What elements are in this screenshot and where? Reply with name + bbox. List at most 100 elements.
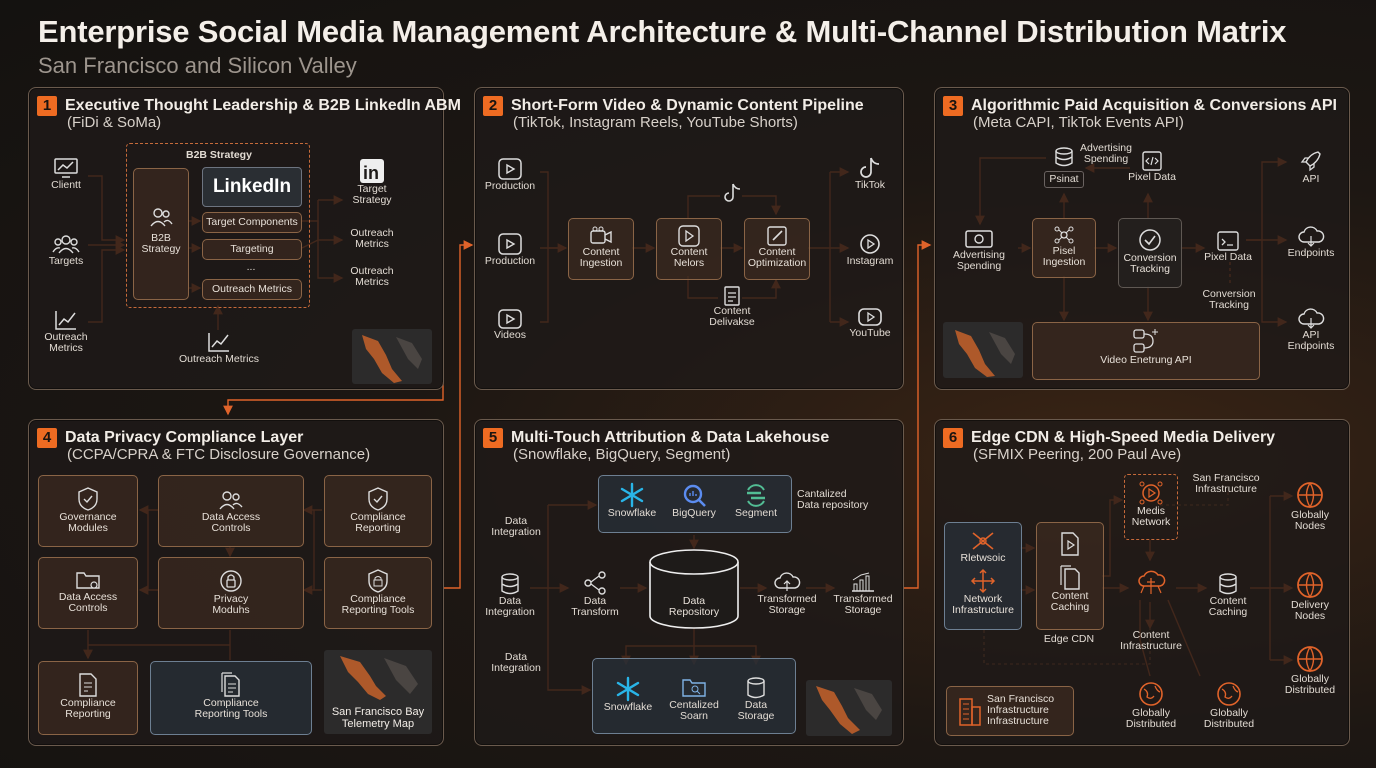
edit-icon xyxy=(767,226,787,246)
stage-pisel-ingestion: Pisel Ingestion xyxy=(1032,218,1096,278)
documents-icon xyxy=(221,672,240,697)
node-label: Centalized Soarn xyxy=(669,699,719,722)
snowflake-icon xyxy=(616,676,640,702)
snowflake-icon xyxy=(620,482,644,508)
map-graphic xyxy=(362,335,422,383)
tiktok-icon xyxy=(724,183,741,202)
lock-icon xyxy=(220,570,242,592)
node-centralized-soarn: Centalized Soarn xyxy=(662,676,726,722)
youtube-icon xyxy=(858,308,882,326)
node-output-api: API xyxy=(1284,148,1338,185)
b2b-strategy-node: B2B Strategy xyxy=(133,168,189,300)
node-output-tiktok: TikTok xyxy=(842,156,898,191)
media-network-box: Medis Network xyxy=(1124,474,1178,540)
linkedin-logo: LinkedIn xyxy=(202,167,302,207)
node-videos: Videos xyxy=(480,308,540,341)
panel-subtitle: (TikTok, Instagram Reels, YouTube Shorts… xyxy=(513,114,798,131)
camera-icon xyxy=(590,226,612,244)
label-sf-infrastructure-top: San Francisco Infrastructure xyxy=(1192,472,1260,495)
node-label: Content Delivakse xyxy=(709,305,755,328)
node-targets: Targets xyxy=(36,232,96,267)
document-icon xyxy=(724,286,740,306)
node-target-strategy: in Target Strategy xyxy=(342,158,402,206)
node-clients: Clientt xyxy=(36,156,96,191)
database-icon xyxy=(501,573,519,595)
node-content-delivakse: Content Delivakse xyxy=(702,286,762,328)
node-production-2: Production xyxy=(480,232,540,267)
node-label: YouTube xyxy=(849,327,891,339)
svg-text:in: in xyxy=(363,163,379,183)
panel-subtitle: (Meta CAPI, TikTok Events API) xyxy=(973,114,1184,131)
node-snowflake-bottom: Snowflake xyxy=(598,676,658,713)
node-output-api-endpoints: API Endpoints xyxy=(1284,306,1338,352)
sf-infrastructure-box: San Francisco Infrastructure Infrastruct… xyxy=(946,686,1074,736)
box-label: Governance Modules xyxy=(59,511,117,534)
network-nodes-icon xyxy=(1054,226,1074,244)
node-label: Production xyxy=(484,180,536,192)
panel-subtitle: (Snowflake, BigQuery, Segment) xyxy=(513,446,731,463)
node-label: Targets xyxy=(48,255,84,267)
terminal-icon xyxy=(1217,231,1239,251)
panel-title: Edge CDN & High-Speed Media Delivery xyxy=(971,429,1276,446)
stage-label: Content Optimization xyxy=(747,246,807,269)
node-label: Endpoints xyxy=(1287,247,1335,259)
box-label: Compliance Reporting Tools xyxy=(194,697,268,720)
box-label: Compliance Reporting xyxy=(350,511,406,534)
telemetry-map: San Francisco Bay Telemetry Map xyxy=(324,650,432,734)
panel-number: 6 xyxy=(943,428,963,448)
cylinder-graphic xyxy=(649,549,739,629)
folder-icon xyxy=(76,572,100,589)
shield-icon xyxy=(78,487,98,511)
box-label: Privacy Moduhs xyxy=(212,593,250,616)
node-outreach-metrics-right-1: Outreach Metrics xyxy=(350,227,394,250)
stage-content-ingestion: Content Ingestion xyxy=(568,218,634,280)
node-label: Transformed Storage xyxy=(833,593,893,616)
reels-icon xyxy=(860,234,880,254)
network-arrows-icon xyxy=(972,532,994,550)
panel-number: 4 xyxy=(37,428,57,448)
box-label: Content Caching xyxy=(1050,590,1090,613)
node-outreach-metrics-bottom: Outreach Metrics xyxy=(174,330,264,365)
building-icon xyxy=(959,698,981,726)
box-data-access-controls-2: Data Access Controls xyxy=(38,557,138,629)
panel-number: 2 xyxy=(483,96,503,116)
bay-area-map xyxy=(806,680,892,736)
linkedin-icon: in xyxy=(360,159,384,183)
panel-subtitle: (SFMIX Peering, 200 Paul Ave) xyxy=(973,446,1182,463)
node-pixel-data-top: Pixel Data xyxy=(1124,150,1180,183)
node-outreach-metrics: Outreach Metrics xyxy=(36,308,96,354)
node-data-integration: Data Integration xyxy=(482,572,538,618)
node-label: Globally Distributed xyxy=(1203,707,1255,730)
stage-label: Conversion Tracking xyxy=(1123,252,1177,275)
node-label: Psinat xyxy=(1044,171,1084,188)
database-icon xyxy=(1219,573,1237,595)
shield-icon xyxy=(368,487,388,511)
component-label: Targeting xyxy=(230,243,274,255)
globe-icon xyxy=(1217,682,1241,706)
node-label: Pixel Data xyxy=(1128,171,1176,183)
cloud-upload-icon xyxy=(774,572,801,591)
money-icon xyxy=(965,230,993,248)
node-label: Target Strategy xyxy=(352,183,392,206)
box-label: Rletwsoic xyxy=(960,552,1006,564)
node-outreach-metrics-right-2: Outreach Metrics xyxy=(350,265,394,288)
page-subtitle: San Francisco and Silicon Valley xyxy=(38,53,357,78)
people-icon xyxy=(52,235,80,254)
node-conversion-tracking-small: Conversion Tracking xyxy=(1202,288,1256,311)
segment-icon xyxy=(747,484,765,507)
node-psinat: Psinat xyxy=(1040,146,1088,188)
note-centralized-repository: Cantalized Data repository xyxy=(797,488,869,511)
b2b-strategy-label: B2B Strategy xyxy=(186,149,252,161)
map-graphic xyxy=(340,656,418,700)
node-label: Data Transform xyxy=(571,595,619,618)
node-globally-nodes: Globally Nodes xyxy=(1282,480,1338,532)
panel-title: Data Privacy Compliance Layer xyxy=(65,429,304,446)
node-pixel-data-mid: Pixel Data xyxy=(1200,230,1256,263)
trend-icon xyxy=(208,333,229,352)
panel-number: 1 xyxy=(37,96,57,116)
trend-icon xyxy=(55,311,76,330)
rocket-icon xyxy=(1300,151,1321,172)
users-icon xyxy=(150,208,173,227)
cloud-hub-icon xyxy=(1138,570,1166,594)
node-output-youtube: YouTube xyxy=(842,306,898,339)
